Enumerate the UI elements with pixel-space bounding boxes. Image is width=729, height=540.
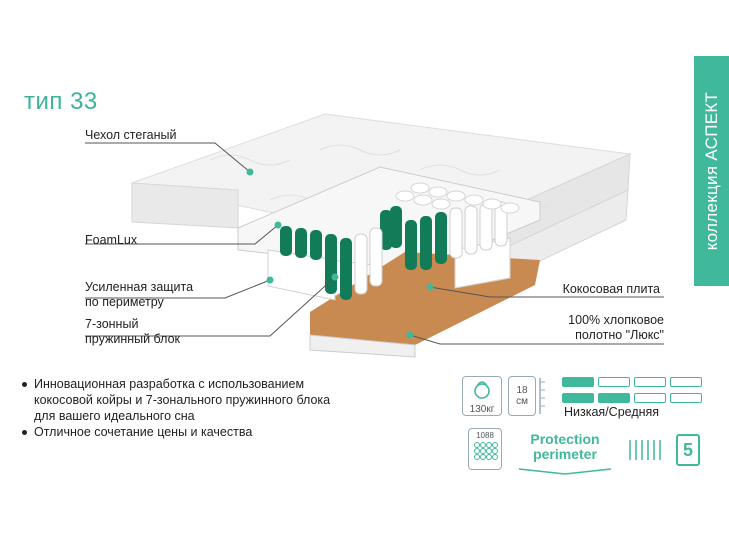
feature-text: Инновационная разработка с использование… — [34, 377, 305, 391]
label-perimeter-line1: Усиленная защита — [85, 280, 194, 294]
firmness-scale-top — [562, 377, 702, 387]
firmness-cell — [598, 393, 630, 403]
spring-block — [280, 182, 520, 300]
firmness-cell — [670, 393, 702, 403]
label-springs-line2: пружинный блок — [85, 332, 181, 346]
firmness-label: Низкая/Средняя — [564, 405, 660, 419]
height-badge: 18 см — [508, 376, 536, 416]
weight-badge: 130кг — [462, 376, 502, 416]
firmness-cell — [562, 393, 594, 403]
kettlebell-icon — [474, 381, 490, 399]
features-list: Инновационная разработка с использование… — [18, 376, 358, 440]
protection-label-line2: perimeter — [533, 446, 597, 462]
mattress-illustration — [130, 113, 632, 358]
feature-text: Отличное сочетание цены и качества — [34, 425, 253, 439]
firmness-cell — [634, 377, 666, 387]
label-perimeter: Усиленная защита по периметру — [85, 280, 193, 310]
height-value: 18 — [516, 385, 528, 396]
perimeter-underline-icon — [518, 468, 612, 475]
product-title: тип 33 — [24, 88, 98, 115]
warranty-badge: 5 — [676, 434, 700, 466]
firmness-scale-bottom — [562, 393, 702, 403]
weight-value: 130кг — [469, 404, 495, 415]
firmness-cell — [670, 377, 702, 387]
label-foam: FoamLux — [85, 233, 138, 247]
firmness-cell — [598, 377, 630, 387]
spring-count-badge: 1088 — [468, 428, 502, 470]
ruler-icon — [539, 378, 545, 414]
firmness-cell — [634, 393, 666, 403]
feature-text: для вашего идеального сна — [34, 409, 195, 423]
feature-item: Инновационная разработка с использование… — [18, 376, 358, 424]
springs-grid-icon — [474, 442, 498, 460]
label-springs: 7-зонный пружинный блок — [85, 317, 180, 347]
feature-item: Отличное сочетание цены и качества — [18, 424, 358, 440]
spring-count-value: 1088 — [476, 431, 494, 440]
label-coconut: Кокосовая плита — [562, 282, 660, 296]
firmness-cell — [562, 377, 594, 387]
height-unit: см — [516, 396, 528, 407]
label-cotton-line2: полотно "Люкс" — [575, 328, 664, 342]
label-cover: Чехол стеганый — [85, 128, 177, 142]
collection-tab: коллекция АСПЕКТ — [694, 56, 729, 286]
label-cotton-line1: 100% хлопковое — [568, 313, 664, 327]
feature-text: кокосовой койры и 7-зонального пружинног… — [34, 393, 331, 407]
label-springs-line1: 7-зонный — [85, 317, 139, 331]
label-cotton: 100% хлопковое полотно "Люкс" — [520, 313, 664, 343]
protection-perimeter-badge: Protection perimeter — [515, 432, 615, 480]
spring-coils-icon — [629, 440, 661, 460]
protection-label-line1: Protection — [530, 431, 600, 447]
label-perimeter-line2: по периметру — [85, 295, 164, 309]
